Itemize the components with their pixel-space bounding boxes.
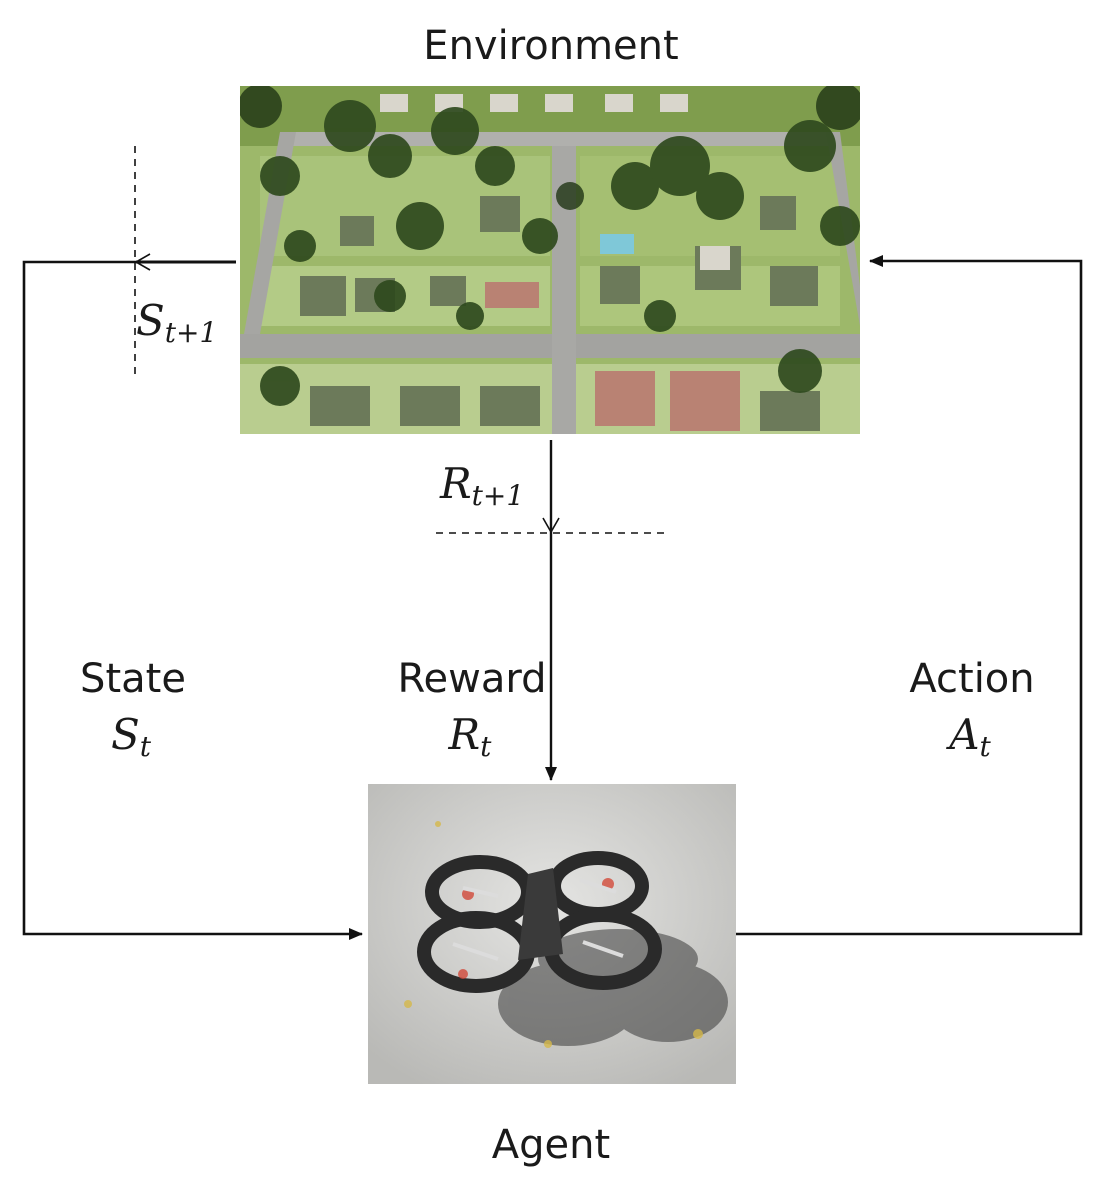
state-symbol: St [110,710,152,763]
reward-label: Reward [397,656,547,702]
reward-arrow [542,440,560,781]
reward-symbol: Rt [448,710,492,763]
next-state-symbol: St+1 [136,296,218,349]
next-reward-symbol: Rt+1 [440,459,525,512]
agent-image [368,784,736,1084]
agent-title: Agent [491,1122,611,1168]
environment-image [240,86,860,434]
environment-title: Environment [423,23,679,69]
action-label: Action [909,656,1035,702]
action-symbol: At [949,710,991,763]
state-arrow [22,253,363,940]
state-label: State [80,656,186,702]
action-arrow [736,255,1083,936]
